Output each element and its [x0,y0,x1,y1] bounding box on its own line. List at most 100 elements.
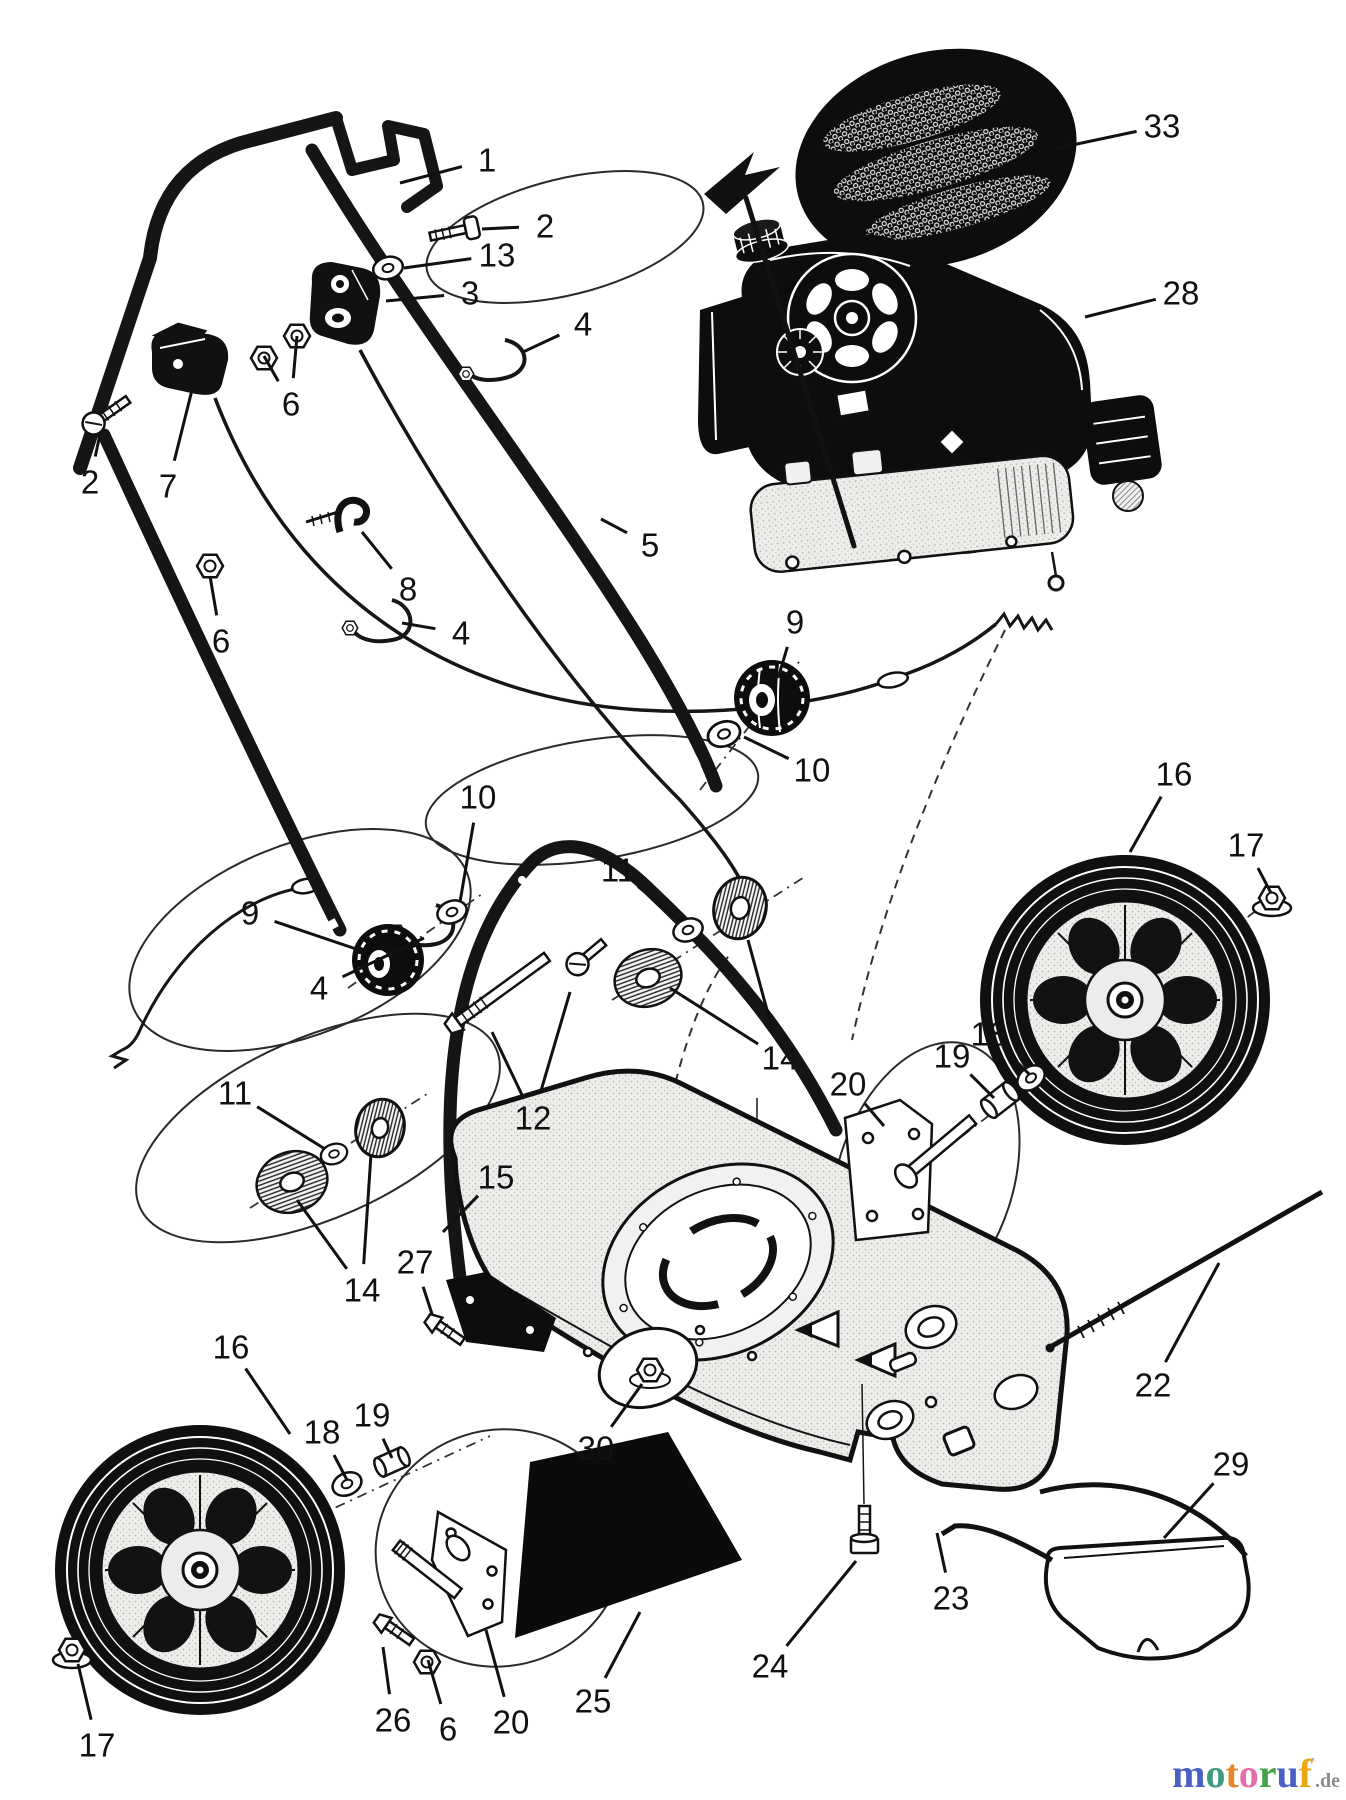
screw-26 [372,1612,416,1647]
callout-17: 17 [76,1663,116,1764]
cable-control-housing-part [309,262,381,345]
callout-27: 27 [397,1244,434,1315]
engine-illustration [698,48,1162,573]
leader-line [295,1199,349,1270]
callout-13: 13 [403,237,516,274]
callout-11: 11 [601,852,681,923]
callout-5: 5 [600,517,659,564]
part-number-label: 6 [212,623,230,660]
callout-12: 12 [490,991,572,1137]
leader-line [1256,867,1273,894]
screw-2-left [81,394,133,436]
leader-line [600,517,628,535]
leader-line [274,919,363,953]
part-number-label: 28 [1163,275,1200,312]
leader-line [360,531,393,570]
knob-9a [734,660,810,736]
part-number-label: 2 [536,208,554,245]
part-number-label: 4 [452,615,470,652]
axle-spacer-right [979,1080,1021,1120]
callout-19: 19 [934,1038,996,1100]
part-number-label: 2 [81,464,99,501]
handle-grip-part [330,112,443,213]
leader-line [441,1194,480,1234]
callout-9: 9 [241,895,363,953]
dipstick-arrow-icon [704,152,857,549]
throttle-control-part [148,321,229,395]
watermark-letter: t [1225,1751,1239,1796]
screw-2-top [427,215,481,242]
cable-connector [877,671,909,689]
leader-line [93,433,102,457]
cable-spring [994,611,1054,633]
deck-tip-details [865,1304,1039,1457]
part-number-label: 4 [574,306,592,343]
callout-3: 3 [385,275,479,312]
part-number-label: 11 [218,1075,252,1112]
cable-clip-4a [457,338,527,382]
leader-line [1084,297,1157,319]
part-number-label: 18 [304,1414,341,1451]
part-number-label: 13 [479,237,516,274]
knob-9b [352,924,424,996]
part-number-label: 3 [461,275,479,312]
leader-line [1128,795,1163,853]
part-number-label: 19 [354,1397,391,1434]
leader-line [1006,1051,1031,1076]
part-number-label: 19 [934,1038,971,1075]
leader-line [401,621,436,631]
part-number-label: 22 [1135,1367,1172,1404]
deck-nut-30 [597,1326,699,1410]
part-number-label: 9 [786,604,804,641]
leader-line [381,1646,391,1695]
part-number-label: 16 [1156,756,1193,793]
axle-washer-left [327,1466,367,1502]
part-number-label: 16 [213,1329,250,1366]
lower-handle-part [443,840,843,1299]
leader-line [490,1031,524,1096]
part-number-label: 12 [515,1100,552,1137]
part-number-label: 10 [794,752,831,789]
watermark-word: motoruf [1172,1751,1312,1796]
part-number-label: 23 [933,1580,970,1617]
part-number-label: 18 [971,1016,1008,1053]
gear-14b [255,1149,329,1215]
axle-spacer-left [373,1445,411,1479]
leader-line [332,1454,349,1481]
hook-bolt-8 [305,497,370,534]
callout-26: 26 [375,1646,412,1739]
upper-handle-part [73,111,723,937]
part-number-label: 30 [578,1430,615,1467]
callout-18: 18 [971,1016,1031,1076]
leader-line [256,1105,326,1151]
callout-29: 29 [1162,1446,1249,1540]
bolt-12 [443,951,552,1035]
part-number-label: 26 [375,1702,412,1739]
wheel-bracket-right [843,1098,978,1242]
part-number-label: 8 [399,571,417,608]
part-number-label: 11 [601,852,635,889]
callout-16: 16 [1128,756,1193,853]
callout-14: 14 [295,1153,381,1309]
deck-ring-opening [601,1162,835,1362]
callout-23: 23 [933,1532,970,1617]
callout-30: 30 [578,1383,644,1467]
part-number-label: 7 [159,468,177,505]
muffler-part [1082,395,1162,485]
callout-17: 17 [1228,827,1273,894]
part-number-label: 20 [493,1704,530,1741]
safety-glasses-part [940,1482,1251,1661]
leader-line [785,1560,858,1647]
callout-18: 18 [304,1414,349,1481]
part-number-label: 6 [439,1711,457,1748]
callout-4: 4 [522,306,592,354]
callout-6: 6 [426,1659,457,1748]
part-number-label: 14 [344,1272,381,1309]
watermark-suffix: .de [1315,1770,1340,1792]
callout-22: 22 [1135,1262,1221,1404]
wheel-left-part [53,1423,347,1717]
leader-line [743,735,790,760]
part-number-label: 17 [79,1727,116,1764]
leader-line [863,1102,886,1127]
